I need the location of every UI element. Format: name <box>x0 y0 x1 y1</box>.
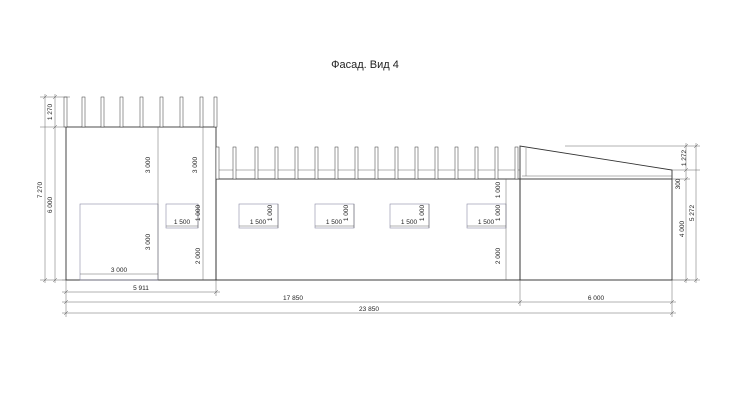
dim-win-small-5: 1 000 <box>495 204 502 221</box>
left-block <box>65 126 217 281</box>
dim-left-wall: 6 000 <box>47 196 54 213</box>
dim-win-small-4: 1 000 <box>419 204 426 221</box>
annex-roof <box>519 145 673 179</box>
dim-bottom-5911: 5 911 <box>133 285 149 292</box>
dim-bottom-6000: 6 000 <box>588 295 605 302</box>
dim-left-overall: 7 270 <box>37 181 44 198</box>
dim-upper-b: 3 000 <box>192 156 199 173</box>
windows <box>79 203 507 281</box>
dim-win-large-w: 3 000 <box>111 267 128 274</box>
dim-left-top: 1 270 <box>47 103 54 120</box>
dim-win-w-2: 1 500 <box>250 219 267 226</box>
bottom-dimensions <box>62 280 676 317</box>
dim-right-300: 300 <box>675 178 682 189</box>
right-annex <box>519 178 673 281</box>
middle-railing-posts <box>215 146 519 180</box>
dim-win-right-h: 1 000 <box>495 181 502 198</box>
dim-win-small-2: 1 000 <box>267 204 274 221</box>
dim-right-overall: 5 272 <box>689 204 696 221</box>
window-width-dimensions <box>80 225 506 275</box>
dim-lower-mid: 2 000 <box>195 247 202 264</box>
dim-win-w-3: 1 500 <box>326 219 343 226</box>
dim-win-w-1: 1 500 <box>174 219 191 226</box>
dim-right-wall: 4 000 <box>679 220 686 237</box>
dim-win-small-3: 1 000 <box>343 204 350 221</box>
dim-win-small-1: 1 000 <box>195 204 202 221</box>
interior-dimensions <box>157 127 507 280</box>
dim-right-roof: 1 272 <box>681 149 688 166</box>
dim-win-w-4: 1 500 <box>401 219 418 226</box>
dim-lower-right: 2 000 <box>495 247 502 264</box>
dim-bottom-23850: 23 850 <box>359 306 379 313</box>
right-dimensions <box>565 143 700 283</box>
drawing-title: Фасад. Вид 4 <box>331 59 399 71</box>
dim-upper-a: 3 000 <box>145 156 152 173</box>
left-railing-posts <box>63 96 218 128</box>
middle-block <box>215 178 521 281</box>
dim-lower-left: 3 000 <box>145 233 152 250</box>
dim-win-w-5: 1 500 <box>478 219 495 226</box>
dim-bottom-17850: 17 850 <box>283 295 303 302</box>
left-dimensions <box>40 94 70 283</box>
